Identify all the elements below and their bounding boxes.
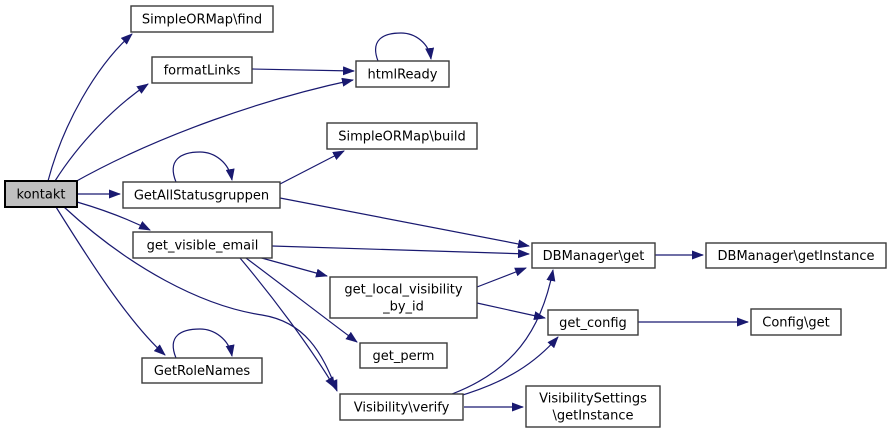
node-label: get_perm bbox=[373, 349, 435, 364]
node-box bbox=[151, 56, 253, 84]
edge-kontakt-to-get-visible-email bbox=[76, 201, 151, 231]
node-formatlinks[interactable]: formatLinks bbox=[151, 56, 253, 84]
node-label: Config\get bbox=[762, 316, 829, 331]
edge-visibility-verify-to-get-config bbox=[455, 336, 559, 398]
node-kontakt[interactable]: kontakt bbox=[4, 180, 78, 208]
node-label: Visibility\verify bbox=[354, 401, 450, 416]
edge-get-visible-email-to-get-perm bbox=[245, 257, 358, 343]
node-box bbox=[355, 60, 450, 88]
node-dbmanager-getinstance[interactable]: DBManager\getInstance bbox=[705, 242, 887, 269]
edge-getallstatusgruppen-to-dbmanager-get bbox=[279, 197, 530, 249]
node-label: get_visible_email bbox=[147, 239, 259, 254]
edge-get-visible-email-to-get-local-visibility-by-id bbox=[257, 256, 328, 278]
node-label: VisibilitySettings\getInstance bbox=[539, 392, 647, 424]
node-get-visible-email[interactable]: get_visible_email bbox=[132, 231, 273, 259]
node-dbmanager-get[interactable]: DBManager\get bbox=[531, 242, 656, 269]
node-label: SimpleORMap\build bbox=[338, 130, 465, 145]
node-get-perm[interactable]: get_perm bbox=[359, 342, 448, 369]
edge-get-local-visibility-by-id-to-dbmanager-get bbox=[476, 267, 527, 288]
node-label: GetRoleNames bbox=[154, 364, 251, 379]
node-label: SimpleORMap\find bbox=[142, 13, 262, 28]
edge-visibility-verify-to-dbmanager-get bbox=[451, 269, 556, 395]
edge-get-local-visibility-by-id-to-get-config bbox=[476, 302, 546, 321]
edge-getallstatusgruppen-to-simpleormap-build bbox=[279, 150, 345, 185]
node-visibilitysettings-getinstance[interactable]: VisibilitySettings\getInstance bbox=[525, 385, 661, 428]
node-getrolenames[interactable]: GetRoleNames bbox=[141, 357, 263, 384]
edge-getallstatusgruppen-to-getallstatusgruppen bbox=[172, 151, 235, 183]
node-getallstatusgruppen[interactable]: GetAllStatusgruppen bbox=[122, 181, 281, 209]
edge-get-visible-email-to-dbmanager-get bbox=[271, 245, 530, 259]
node-box bbox=[705, 242, 887, 269]
node-box bbox=[326, 122, 478, 150]
edge-htmlready-to-htmlready bbox=[375, 32, 435, 62]
node-box bbox=[750, 308, 842, 336]
edge-kontakt-to-getrolenames bbox=[55, 206, 166, 356]
edge-get-visible-email-to-visibility-verify bbox=[239, 257, 336, 389]
node-box bbox=[132, 231, 273, 259]
node-box bbox=[122, 181, 281, 209]
node-label: formatLinks bbox=[164, 64, 241, 79]
edge-kontakt-to-htmlready bbox=[72, 77, 354, 184]
node-htmlready[interactable]: htmlReady bbox=[355, 60, 450, 88]
edge-kontakt-to-simpleormap-find bbox=[47, 33, 133, 182]
node-visibility-verify[interactable]: Visibility\verify bbox=[339, 393, 464, 421]
node-label: DBManager\getInstance bbox=[718, 249, 875, 264]
node-label: DBManager\get bbox=[543, 249, 645, 264]
node-box bbox=[531, 242, 656, 269]
edge-kontakt-to-formatlinks bbox=[54, 83, 149, 182]
edge-formatlinks-to-htmlready bbox=[251, 66, 355, 76]
node-box bbox=[547, 309, 639, 336]
node-box bbox=[329, 276, 478, 319]
node-label: kontakt bbox=[17, 188, 66, 203]
node-box bbox=[359, 342, 448, 369]
node-label: get_config bbox=[559, 316, 627, 331]
node-label: get_local_visibility_by_id bbox=[344, 283, 463, 315]
node-box bbox=[141, 357, 263, 384]
node-box bbox=[4, 180, 78, 208]
node-get-local-visibility-by-id[interactable]: get_local_visibility_by_id bbox=[329, 276, 478, 319]
node-simpleormap-find[interactable]: SimpleORMap\find bbox=[130, 5, 274, 33]
edge-kontakt-to-visibility-verify bbox=[63, 206, 338, 392]
node-label: GetAllStatusgruppen bbox=[134, 189, 269, 204]
node-box bbox=[130, 5, 274, 33]
node-box bbox=[525, 385, 661, 428]
edge-getrolenames-to-getrolenames bbox=[172, 328, 235, 359]
node-simpleormap-build[interactable]: SimpleORMap\build bbox=[326, 122, 478, 150]
node-box bbox=[339, 393, 464, 421]
node-get-config[interactable]: get_config bbox=[547, 309, 639, 336]
node-label: htmlReady bbox=[368, 68, 438, 83]
node-config-get[interactable]: Config\get bbox=[750, 308, 842, 336]
